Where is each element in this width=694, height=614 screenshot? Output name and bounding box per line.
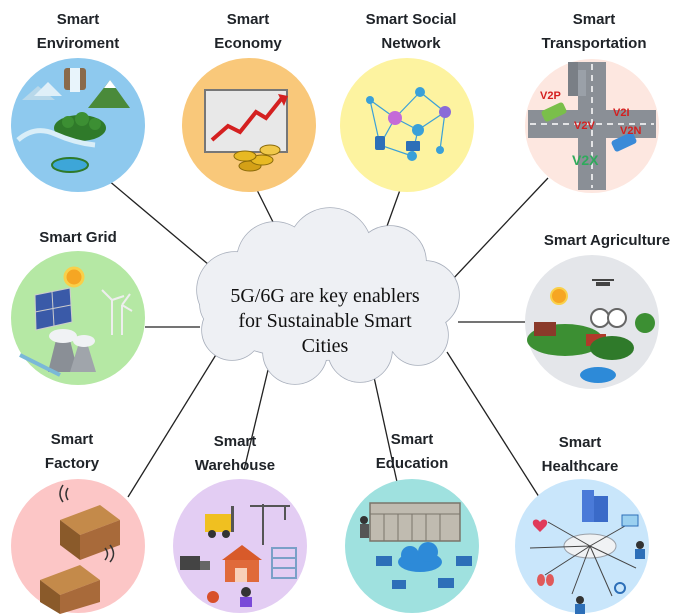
node-smart-healthcare [515,479,649,614]
connector-factory [127,344,223,498]
label-smart-transportation: Smart Transportation [541,11,647,52]
node-smart-agriculture [525,255,659,389]
monitor-icon [621,514,639,527]
shelves-icon [271,547,297,579]
sun-icon [63,266,85,288]
label-smart-grid: Smart Grid [39,229,117,246]
lake-icon [51,157,89,173]
warehouse-building-icon [222,545,262,582]
network-nodes-icon [366,87,451,161]
power-plant-icon [48,329,96,372]
label-smart-healthcare: Smart Healthcare [541,434,619,475]
v2i-label: V2I [613,107,630,119]
social-circle [340,58,474,192]
mountain-icon [22,80,130,108]
tree-icon [635,313,655,333]
label-smart-warehouse: Smart Warehouse [194,433,276,474]
doctor-icon [575,541,645,614]
devices-icon [376,556,472,589]
truck-icon [180,556,210,570]
worker-icon [207,587,252,607]
connector-lines [107,177,549,501]
node-smart-education [345,479,479,613]
forest-icon [54,112,106,141]
node-smart-warehouse [173,479,307,613]
growth-chart-icon [204,89,288,153]
river-icon [16,128,96,148]
node-smart-social-network [340,58,474,192]
cloud-icon [398,542,442,572]
sun-icon [550,287,568,305]
wireless-signal-icon [59,484,115,563]
coins-icon [233,144,281,172]
road-intersection-icon [528,62,656,190]
connector-healthcare [446,351,542,501]
farm-icon [527,322,634,360]
central-cloud-text: 5G/6G are key enablers for Sustainable S… [230,285,420,357]
label-smart-factory: Smart Factory [44,431,100,472]
label-smart-agriculture: Smart Agriculture [543,232,671,249]
node-smart-factory [11,479,145,614]
central-cloud [196,207,460,385]
drone-icon [592,279,614,286]
education-circle [345,479,479,613]
grid-circle [11,251,145,385]
v2x-label: V2X [572,152,599,168]
connector-warehouse [243,369,269,471]
v2v-label: V2V [574,120,595,132]
v2p-label: V2P [540,90,561,102]
lungs-icon [537,574,554,586]
label-smart-education: Smart Education [375,431,449,472]
forklift-icon [205,506,234,538]
pond-icon [580,367,616,383]
node-smart-grid [11,251,145,385]
river-icon [19,353,61,377]
label-smart-environment: Smart Enviroment [36,11,120,52]
solar-panel-icon [34,287,73,331]
magnifier-icon [614,582,626,594]
node-smart-transportation: V2P V2V V2I V2N V2X [525,59,659,193]
health-connections-icon [529,521,637,597]
factory-building-icon [40,505,120,614]
wind-turbine-icon [101,289,133,335]
connector-education [371,367,398,483]
node-smart-economy [182,58,316,192]
crane-icon [250,504,290,545]
v2n-label: V2N [620,125,641,137]
gauge-icon [590,308,627,328]
hospital-icon [582,490,608,522]
warehouse-circle [173,479,307,613]
student-icon [360,516,369,538]
building-icon [568,62,586,96]
waterfall-icon [64,68,86,92]
connector-environment [107,179,216,271]
node-smart-environment [11,58,145,192]
school-building-icon [369,502,461,542]
label-smart-economy: Smart Economy [214,11,282,52]
heart-icon [532,519,548,532]
car-icon [541,102,637,152]
label-smart-social-network: Smart Social Network [365,11,457,52]
